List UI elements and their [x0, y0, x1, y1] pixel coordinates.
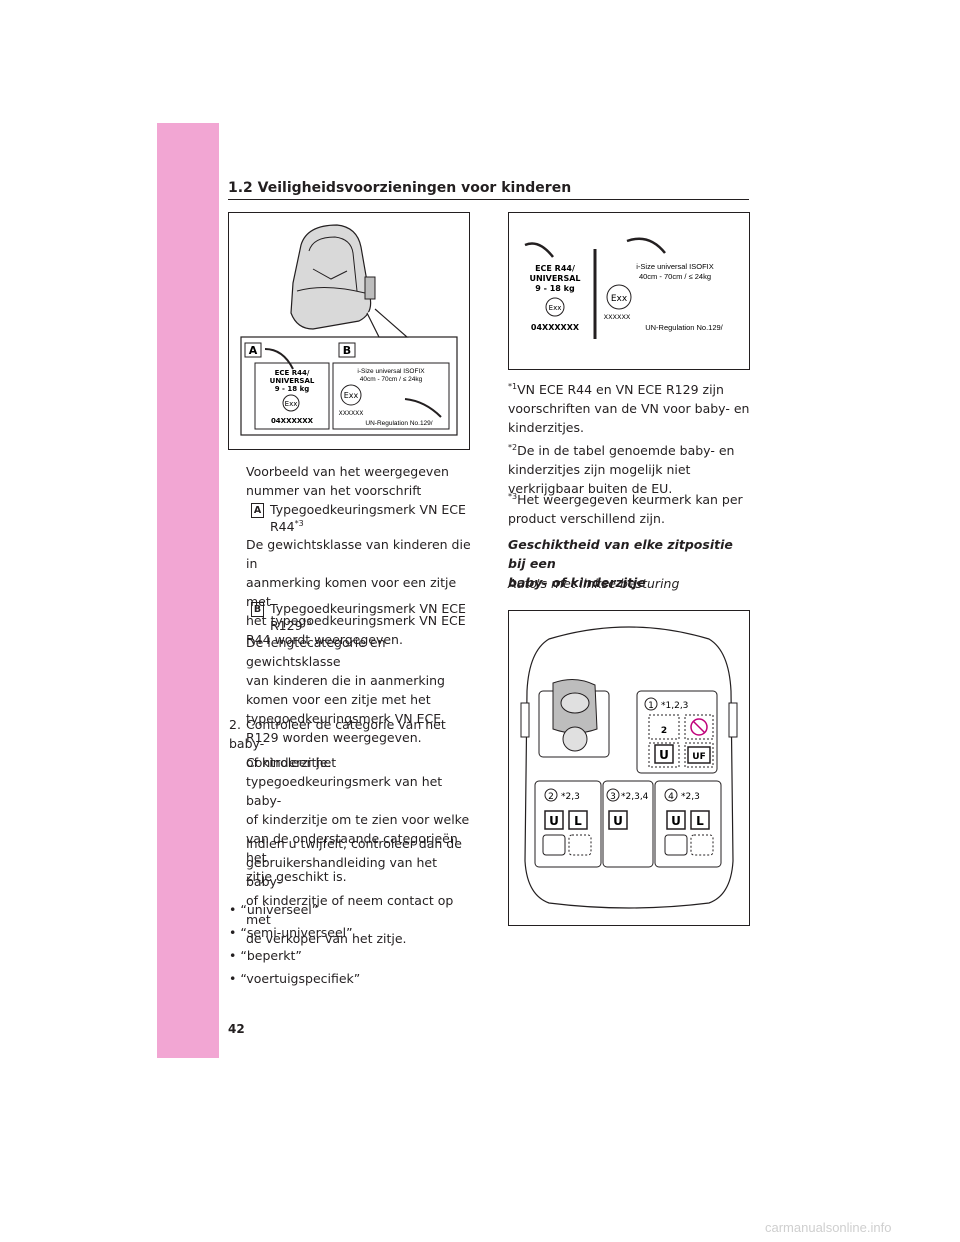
footnote-1: *1VN ECE R44 en VN ECE R129 zijn voorsch… [508, 381, 750, 435]
svg-text:U: U [613, 814, 623, 828]
svg-text:U: U [549, 814, 559, 828]
label-b: B [343, 344, 351, 357]
page-number: 42 [228, 1022, 245, 1036]
svg-text:UF: UF [692, 752, 705, 762]
svg-text:L: L [696, 814, 704, 828]
chapter-tab [157, 123, 219, 1058]
section-title: 1.2 Veiligheidsvoorzieningen voor kinder… [228, 180, 572, 196]
badge-a: A [251, 503, 264, 518]
svg-text:Exx: Exx [549, 304, 562, 312]
svg-text:Exx: Exx [611, 294, 628, 304]
suitability-heading: Geschiktheid van elke zitpositie bij een… [508, 537, 733, 590]
left-column-text: Voorbeeld van het weergegeven nummer van… [246, 464, 449, 498]
footnote-2: *2De in de tabel genoemde baby- en kinde… [508, 442, 735, 496]
svg-text:ECE R44/: ECE R44/ [275, 369, 310, 377]
svg-text:U: U [659, 748, 669, 762]
badge-b: B [251, 602, 264, 617]
lhd-subheading: Auto's met linkse besturing [508, 576, 680, 591]
svg-text:UN-Regulation No.129/: UN-Regulation No.129/ [645, 323, 723, 332]
svg-text:3: 3 [610, 792, 616, 802]
svg-text:Exx: Exx [285, 400, 298, 408]
svg-text:Exx: Exx [344, 391, 359, 400]
svg-text:UN-Regulation No.129/: UN-Regulation No.129/ [365, 420, 432, 427]
approval-marks-figure: ECE R44/ UNIVERSAL 9 - 18 kg Exx 04XXXXX… [508, 212, 750, 370]
svg-text:i-Size universal ISOFIX: i-Size universal ISOFIX [357, 368, 425, 375]
svg-text:*2,3: *2,3 [681, 792, 700, 802]
svg-text:U: U [671, 814, 681, 828]
svg-text:2: 2 [661, 726, 667, 736]
car-seat-illustration: A B ECE R44/ UNIVERSAL 9 - 18 kg Exx 04X… [240, 224, 458, 436]
svg-text:40cm - 70cm / ≤ 24kg: 40cm - 70cm / ≤ 24kg [360, 376, 423, 383]
seat-positions-diagram: 1 *1,2,3 2 U UF 2 *2,3 3 *2,3,4 4 *2,3 U… [520, 626, 738, 909]
seat-positions-figure: 1 *1,2,3 2 U UF 2 *2,3 3 *2,3,4 4 *2,3 U… [508, 610, 750, 926]
svg-text:9 - 18 kg: 9 - 18 kg [275, 385, 310, 393]
car-seat-label-figure: A B ECE R44/ UNIVERSAL 9 - 18 kg Exx 04X… [228, 212, 470, 450]
svg-text:4: 4 [668, 792, 674, 802]
step-2: 2.Controleer de categorie van het baby- … [229, 717, 446, 770]
svg-text:2: 2 [548, 792, 554, 802]
svg-text:*2,3: *2,3 [561, 792, 580, 802]
svg-text:i-Size universal ISOFIX: i-Size universal ISOFIX [636, 262, 714, 271]
footnote-3: *3Het weergegeven keurmerk kan per produ… [508, 491, 743, 526]
seat-1-number: 1 [648, 701, 654, 711]
svg-text:04XXXXXX: 04XXXXXX [271, 417, 314, 425]
svg-text:ECE R44/: ECE R44/ [535, 264, 575, 273]
svg-text:04XXXXXX: 04XXXXXX [531, 323, 580, 332]
svg-text:UNIVERSAL: UNIVERSAL [270, 377, 315, 385]
header-rule [228, 199, 749, 200]
svg-text:UNIVERSAL: UNIVERSAL [529, 274, 580, 283]
svg-text:40cm - 70cm / ≤ 24kg: 40cm - 70cm / ≤ 24kg [639, 272, 711, 281]
watermark: carmanualsonline.info [765, 1220, 892, 1235]
label-a: A [249, 344, 258, 357]
svg-text:L: L [574, 814, 582, 828]
svg-text:XXXXXX: XXXXXX [339, 410, 364, 417]
seat-1-note: *1,2,3 [661, 701, 688, 711]
approval-marks-illustration: ECE R44/ UNIVERSAL 9 - 18 kg Exx 04XXXXX… [524, 237, 724, 339]
category-list: • “universeel” • “semi-universeel” • “be… [229, 902, 361, 986]
svg-text:9 - 18 kg: 9 - 18 kg [535, 284, 575, 293]
svg-text:XXXXXX: XXXXXX [604, 313, 631, 321]
svg-text:*2,3,4: *2,3,4 [621, 792, 649, 802]
